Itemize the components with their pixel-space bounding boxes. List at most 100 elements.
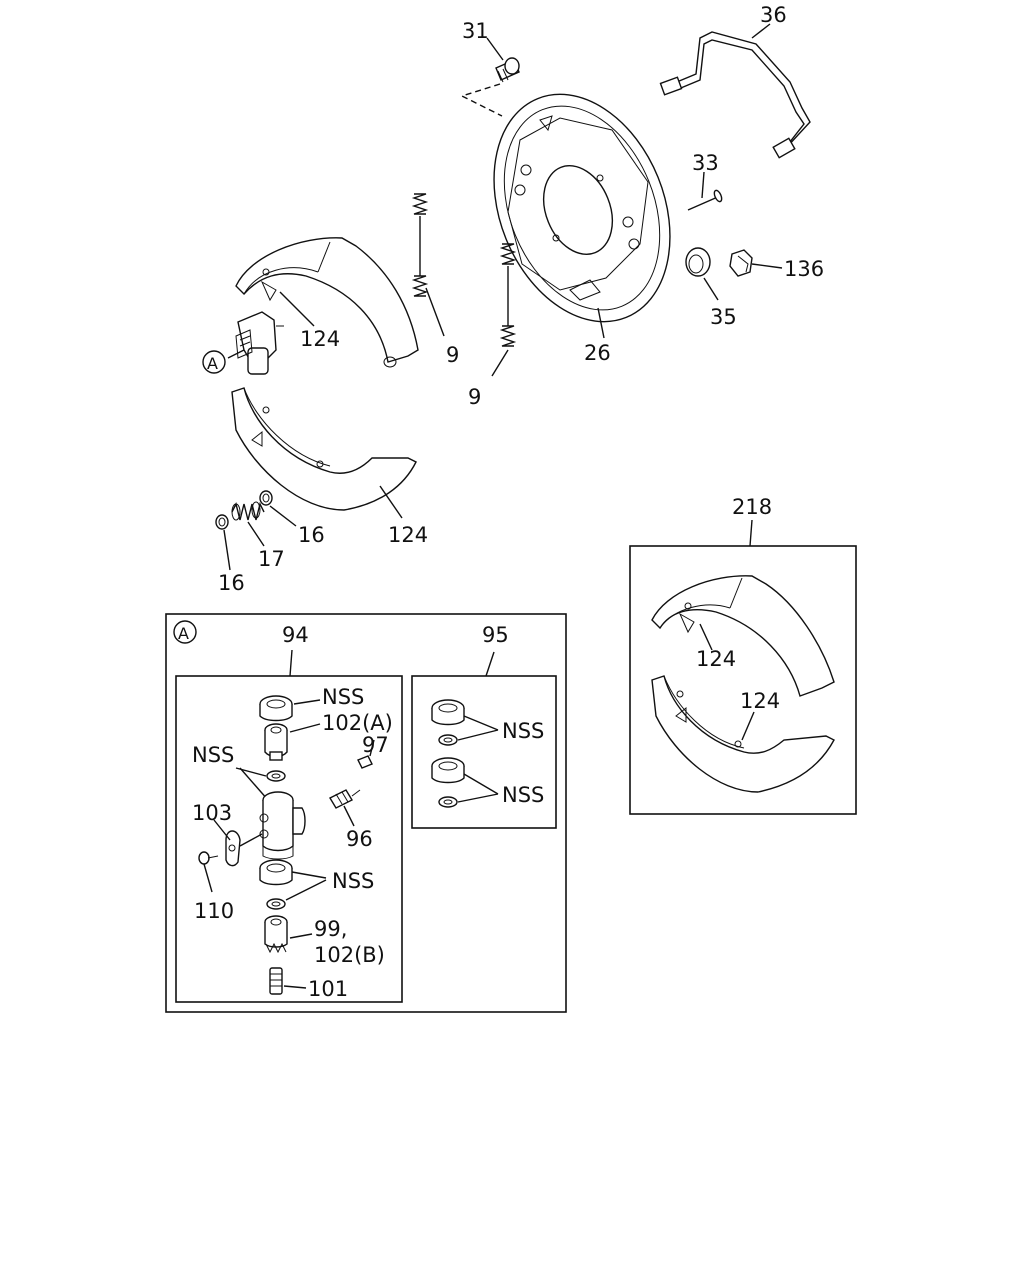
leader-99 bbox=[289, 933, 313, 939]
brake-pipe-36[interactable] bbox=[659, 31, 811, 159]
leader-9-upper bbox=[425, 287, 445, 337]
leader-nss-94-left-b bbox=[239, 767, 269, 801]
leader-103-b bbox=[239, 833, 263, 847]
label-35: 35 bbox=[710, 305, 737, 329]
piston-99-102b[interactable] bbox=[264, 915, 288, 954]
label-nss-95-b: NSS bbox=[502, 783, 544, 807]
leader-35 bbox=[703, 277, 719, 301]
label-nss-95-a: NSS bbox=[502, 719, 544, 743]
detail-a-marker[interactable]: A bbox=[202, 350, 226, 374]
leader-110 bbox=[203, 863, 213, 893]
brake-shoe-124-lower[interactable] bbox=[231, 387, 417, 511]
label-102a: 102(A) bbox=[322, 711, 393, 735]
label-9-lower: 9 bbox=[468, 385, 481, 409]
spring-9-lower[interactable] bbox=[499, 243, 517, 347]
leader-detail-a bbox=[227, 349, 245, 359]
leader-nss-95-a2 bbox=[457, 729, 499, 741]
label-33: 33 bbox=[692, 151, 719, 175]
label-218-124-a: 124 bbox=[696, 647, 736, 671]
leader-136 bbox=[751, 263, 783, 269]
leader-16-right bbox=[269, 505, 297, 527]
kit-94-frame bbox=[175, 675, 403, 1003]
screw-101[interactable] bbox=[269, 967, 283, 995]
leader-124-upper bbox=[279, 291, 315, 327]
label-97: 97 bbox=[362, 733, 389, 757]
label-103: 103 bbox=[192, 801, 232, 825]
piston-102a[interactable] bbox=[264, 723, 288, 761]
spring-9-upper[interactable] bbox=[411, 193, 429, 297]
brake-shoe-124-upper[interactable] bbox=[235, 237, 419, 368]
leader-nss-94-top bbox=[293, 699, 321, 705]
plate-103[interactable] bbox=[225, 830, 241, 867]
svg-text:A: A bbox=[178, 624, 189, 643]
spring-17[interactable] bbox=[231, 501, 265, 521]
detail-a-frame-marker: A bbox=[173, 620, 197, 644]
leader-nss-95-b1 bbox=[463, 773, 499, 795]
label-9-upper: 9 bbox=[446, 343, 459, 367]
cylinder-body[interactable] bbox=[259, 791, 306, 860]
svg-text:A: A bbox=[207, 354, 218, 373]
seal-nss-94-left[interactable] bbox=[266, 770, 286, 782]
leader-103 bbox=[213, 819, 231, 841]
leader-nss-95-b2 bbox=[457, 793, 499, 803]
label-94: 94 bbox=[282, 623, 309, 647]
leader-124-lower bbox=[379, 485, 403, 519]
label-31: 31 bbox=[462, 19, 489, 43]
cup-nss-94-mid[interactable] bbox=[259, 859, 293, 910]
label-36: 36 bbox=[760, 3, 787, 27]
leader-96 bbox=[343, 805, 355, 827]
bleeder-screw-96[interactable] bbox=[329, 789, 361, 809]
label-218-124-b: 124 bbox=[740, 689, 780, 713]
label-16-right: 16 bbox=[298, 523, 325, 547]
leader-97 bbox=[369, 739, 375, 757]
label-nss-94-mid: NSS bbox=[332, 869, 374, 893]
leader-101 bbox=[283, 985, 307, 989]
pin-33[interactable] bbox=[687, 189, 723, 211]
clip-136[interactable] bbox=[729, 249, 753, 277]
leader-26 bbox=[597, 307, 605, 339]
leader-94 bbox=[289, 649, 293, 677]
leader-16-left bbox=[223, 529, 231, 571]
label-101: 101 bbox=[308, 977, 348, 1001]
washer-16-left[interactable] bbox=[215, 514, 229, 530]
leader-31 bbox=[486, 37, 504, 61]
leader-nss-94-mid-a bbox=[291, 871, 327, 879]
washer-16-right[interactable] bbox=[259, 490, 273, 506]
label-26: 26 bbox=[584, 341, 611, 365]
leader-33 bbox=[701, 171, 705, 199]
label-99: 99, bbox=[314, 917, 347, 941]
leader-218-124-a bbox=[699, 623, 713, 651]
cup-nss-94-top[interactable] bbox=[259, 695, 293, 722]
screw-110[interactable] bbox=[198, 851, 219, 865]
label-17: 17 bbox=[258, 547, 285, 571]
bleeder-97[interactable] bbox=[357, 755, 373, 769]
kit-95-frame bbox=[411, 675, 557, 829]
leader-218 bbox=[749, 519, 753, 547]
leader-102a bbox=[289, 723, 321, 733]
label-95: 95 bbox=[482, 623, 509, 647]
label-nss-94-left: NSS bbox=[192, 743, 234, 767]
label-124-upper: 124 bbox=[300, 327, 340, 351]
leader-nss-94-mid-b bbox=[285, 879, 327, 901]
kit-218-frame bbox=[629, 545, 857, 815]
kit-218-shoe-lower[interactable] bbox=[651, 675, 835, 793]
kit-218-shoe-upper[interactable] bbox=[651, 575, 835, 697]
label-102b: 102(B) bbox=[314, 943, 385, 967]
bolt-31-dash bbox=[460, 83, 503, 117]
cup-nss-95-a[interactable] bbox=[431, 699, 465, 746]
leader-17 bbox=[247, 521, 265, 547]
label-96: 96 bbox=[346, 827, 373, 851]
wheel-cylinder-assembly[interactable] bbox=[235, 311, 284, 375]
label-16-left: 16 bbox=[218, 571, 245, 595]
detail-a-frame bbox=[165, 613, 567, 1013]
label-136: 136 bbox=[784, 257, 824, 281]
label-110: 110 bbox=[194, 899, 234, 923]
plug-35[interactable] bbox=[685, 247, 711, 277]
bolt-31[interactable] bbox=[495, 57, 520, 83]
leader-36 bbox=[751, 23, 771, 39]
cup-nss-95-b[interactable] bbox=[431, 757, 465, 808]
leader-nss-95-a1 bbox=[463, 715, 499, 731]
backing-plate-26[interactable] bbox=[462, 68, 702, 348]
